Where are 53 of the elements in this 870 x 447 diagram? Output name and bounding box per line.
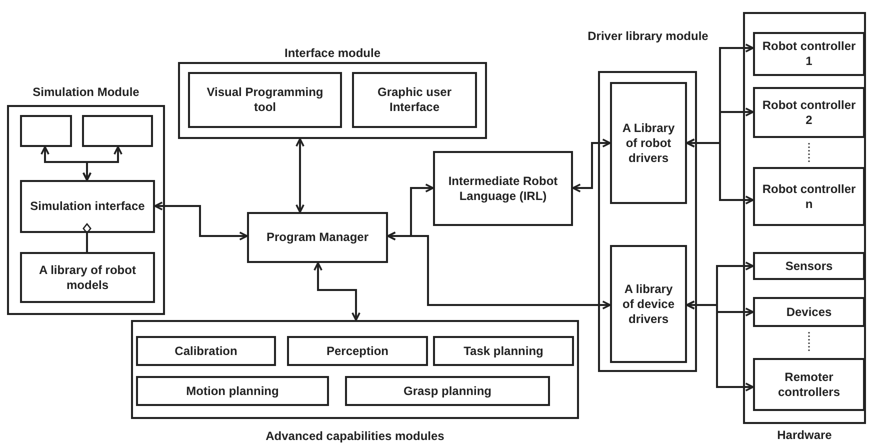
process-box xyxy=(20,252,155,303)
box-label: A Library of robot drivers xyxy=(621,120,676,166)
box-label: Robot controller 2 xyxy=(761,98,857,128)
process-box xyxy=(753,358,865,411)
box-label: Perception xyxy=(326,344,388,358)
module-title: Hardware xyxy=(776,428,833,442)
process-box xyxy=(287,336,428,366)
process-box xyxy=(753,87,865,138)
box-label: Intermediate Robot Language (IRL) xyxy=(447,174,559,204)
box-label: Calibration xyxy=(174,344,238,358)
box-label: A library of device drivers xyxy=(621,282,676,326)
process-box xyxy=(247,212,388,263)
process-box xyxy=(610,82,687,204)
connector-arrow xyxy=(296,138,304,213)
process-box xyxy=(20,180,155,233)
box-label: Devices xyxy=(786,304,832,320)
process-box xyxy=(753,32,865,76)
empty-box xyxy=(20,115,72,147)
connector-arrow xyxy=(82,146,122,181)
connector-arrow xyxy=(387,232,611,310)
box-label: Task planning xyxy=(464,344,544,358)
connector-arrow xyxy=(686,138,754,204)
process-box xyxy=(433,336,574,366)
box-label: Visual Programming tool xyxy=(206,85,324,115)
connector-arrow xyxy=(686,300,754,392)
box-label: Graphic user Interface xyxy=(376,85,453,115)
box-label: Robot controller n xyxy=(761,182,857,212)
box-label: Sensors xyxy=(785,258,833,274)
connector-arrow xyxy=(572,138,611,192)
empty-box xyxy=(82,115,153,147)
module-title: Advanced capabilities modules xyxy=(264,429,446,443)
box-label: Remoter controllers xyxy=(776,370,841,400)
box-label: Simulation interface xyxy=(30,199,145,214)
process-box xyxy=(610,245,687,363)
module-title: Driver library module xyxy=(586,29,710,43)
box-label: Motion planning xyxy=(186,384,279,398)
box-label: Robot controller 1 xyxy=(761,39,857,69)
connector-arrow xyxy=(314,262,360,321)
module-title: Simulation Module xyxy=(32,85,140,99)
process-box xyxy=(136,336,276,366)
process-box xyxy=(352,72,477,128)
process-box xyxy=(136,376,329,406)
process-box xyxy=(188,72,342,128)
box-label: Grasp planning xyxy=(403,384,492,398)
process-box xyxy=(753,252,865,280)
box-label: A library of robot models xyxy=(38,262,137,292)
process-box xyxy=(433,151,573,226)
process-box xyxy=(753,167,865,226)
process-box xyxy=(753,297,865,327)
connector-arrow xyxy=(154,202,248,240)
process-box xyxy=(345,376,550,406)
box-label: Program Manager xyxy=(266,230,369,245)
module-title: Interface module xyxy=(283,46,382,60)
